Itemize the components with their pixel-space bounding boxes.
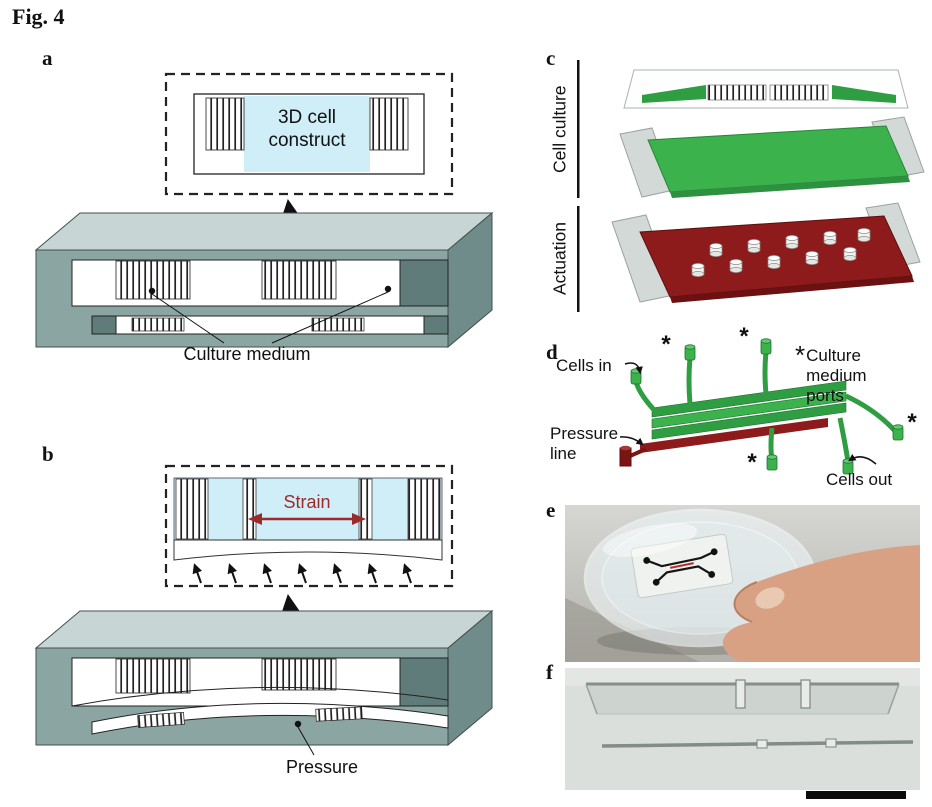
label-arrows bbox=[619, 362, 877, 465]
deflected-membrane bbox=[173, 539, 443, 561]
panel-c-letter: c bbox=[546, 46, 556, 70]
legend-asterisk: * bbox=[795, 340, 806, 370]
actuation-bracket bbox=[577, 206, 580, 312]
culture-medium-label: Culture medium bbox=[183, 344, 311, 364]
chip-photo bbox=[630, 533, 734, 599]
bulged-membrane bbox=[71, 686, 449, 707]
actuation-layer bbox=[611, 202, 921, 303]
cells-in-label: Cells in bbox=[556, 356, 612, 375]
hand bbox=[722, 545, 920, 662]
pressure-arrows bbox=[192, 563, 413, 584]
cell-culture-label: Cell culture bbox=[549, 85, 570, 173]
panel-d-letter: d bbox=[546, 340, 558, 364]
medium-port bbox=[760, 338, 772, 355]
pillar-array bbox=[369, 97, 409, 151]
pillar-array bbox=[261, 260, 337, 300]
medium-port bbox=[766, 454, 778, 471]
pillar-array bbox=[205, 97, 245, 151]
cell-construct-region bbox=[244, 96, 370, 172]
inset-a-label: 3D cell construct bbox=[268, 107, 346, 151]
pillar-slit bbox=[735, 679, 746, 709]
scale-bar bbox=[806, 791, 906, 799]
chip-render: * * * * bbox=[619, 323, 917, 476]
panel-f-letter: f bbox=[546, 660, 553, 684]
medium-dot bbox=[148, 287, 156, 295]
photo-cross-section bbox=[565, 668, 920, 790]
panel-a-inset bbox=[164, 72, 454, 196]
medium-dot bbox=[384, 285, 392, 293]
actuation-label: Actuation bbox=[549, 222, 570, 296]
strain-label: Strain bbox=[283, 492, 331, 512]
panel-b-inset bbox=[164, 464, 454, 588]
pressure-dot bbox=[294, 720, 302, 728]
pressure-line-channel bbox=[640, 418, 828, 453]
port-asterisk: * bbox=[747, 449, 757, 476]
port-asterisk: * bbox=[739, 323, 749, 350]
pressure-label: Pressure bbox=[285, 757, 359, 777]
cells-out-label: Cells out bbox=[826, 470, 893, 489]
pillar-slit bbox=[800, 679, 811, 709]
cell-culture-bracket bbox=[577, 60, 580, 198]
device-a bbox=[34, 211, 494, 349]
medium-port bbox=[684, 344, 696, 361]
port-asterisk: * bbox=[907, 409, 917, 436]
panel-b-letter: b bbox=[42, 442, 54, 466]
cell-culture-top-piece bbox=[623, 69, 909, 109]
figure-label: Fig. 4 bbox=[12, 4, 65, 29]
pressure-line-label: Pressure line bbox=[550, 424, 619, 463]
panel-a-letter: a bbox=[42, 46, 53, 70]
fingernail bbox=[755, 587, 785, 609]
medium-port bbox=[892, 424, 904, 441]
cell-culture-membrane bbox=[619, 116, 925, 198]
device-b bbox=[34, 609, 494, 756]
photo-petri-dish bbox=[565, 505, 920, 662]
culture-medium-ports-legend: * Culture medium ports bbox=[795, 340, 867, 405]
panel-e-letter: e bbox=[546, 498, 556, 522]
port-asterisk: * bbox=[661, 331, 671, 358]
